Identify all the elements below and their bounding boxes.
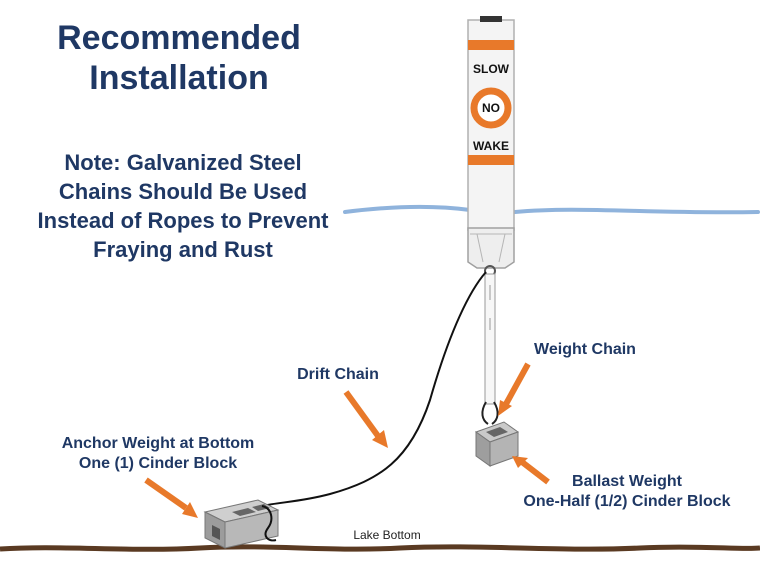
buoy-slow-text: SLOW [473, 62, 509, 76]
drift-chain-pointer [343, 390, 381, 438]
anchor-weight-label: Anchor Weight at Bottom One (1) Cinder B… [30, 434, 286, 474]
weight-chain-pointer [503, 362, 531, 406]
anchor-cinder-block [203, 499, 280, 549]
buoy-bottom-band [468, 155, 514, 165]
ballast-pointer [520, 459, 550, 485]
buoy-no-circle [470, 87, 512, 129]
buoy-wake-text: WAKE [473, 139, 509, 153]
anchor-pointer [144, 477, 188, 511]
note-line: Instead of Ropes to Prevent [37, 208, 329, 233]
buoy [467, 16, 515, 277]
weight-chain [481, 273, 499, 425]
ballast-half-block [474, 421, 520, 467]
buoy-top-band [468, 40, 514, 50]
ballast-label-line-1: Ballast Weight [572, 473, 682, 490]
pointer-arrows [144, 362, 550, 518]
lake-bottom-label: Lake Bottom [353, 528, 421, 542]
note-line: Chains Should Be Used [58, 179, 308, 204]
buoy-no-text: NO [482, 101, 500, 115]
buoy-base [467, 227, 515, 269]
ballast-label-line-2: One-Half (1/2) Cinder Block [523, 493, 731, 510]
title-line-2: Installation [89, 59, 269, 97]
note-line: Note: Galvanized Steel [64, 150, 302, 175]
buoy-top-cap [480, 16, 502, 22]
drift-chain [261, 271, 487, 507]
installation-note: Note: Galvanized Steel Chains Should Be … [8, 148, 358, 264]
note-line: Fraying and Rust [93, 237, 273, 262]
water-surface-line [343, 204, 760, 215]
anchor-label-line-1: Anchor Weight at Bottom [61, 435, 255, 452]
anchor-label-line-2: One (1) Cinder Block [78, 455, 238, 472]
drift-chain-label: Drift Chain [297, 366, 379, 383]
title-line-1: Recommended [57, 19, 301, 57]
page-title: Recommended Installation [20, 18, 338, 98]
lake-bottom-ground [0, 544, 760, 552]
weight-chain-label: Weight Chain [534, 341, 636, 358]
ballast-weight-label: Ballast Weight One-Half (1/2) Cinder Blo… [500, 472, 754, 512]
